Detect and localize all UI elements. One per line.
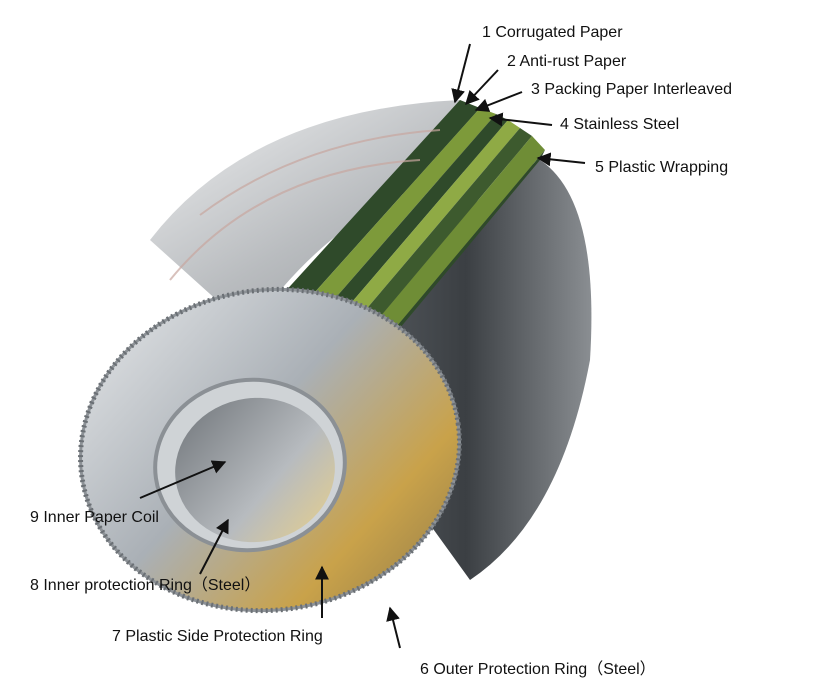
label-inner-paper-coil: 9 Inner Paper Coil <box>30 509 159 527</box>
label-anti-rust-paper: 2 Anti-rust Paper <box>507 53 626 71</box>
arrow-corrugated-paper <box>455 44 470 102</box>
label-plastic-side-ring: 7 Plastic Side Protection Ring <box>112 628 323 646</box>
label-outer-ring: 6 Outer Protection Ring（Steel） <box>420 661 656 679</box>
arrow-plastic-wrapping <box>538 158 585 163</box>
arrow-anti-rust-paper <box>466 70 498 104</box>
label-plastic-wrapping: 5 Plastic Wrapping <box>595 159 728 177</box>
label-corrugated-paper: 1 Corrugated Paper <box>482 24 623 42</box>
label-packing-paper: 3 Packing Paper Interleaved <box>531 81 732 99</box>
arrow-outer-ring <box>390 608 400 648</box>
label-inner-ring: 8 Inner protection Ring（Steel） <box>30 577 260 595</box>
label-stainless-steel: 4 Stainless Steel <box>560 116 679 134</box>
arrow-packing-paper <box>476 92 522 110</box>
